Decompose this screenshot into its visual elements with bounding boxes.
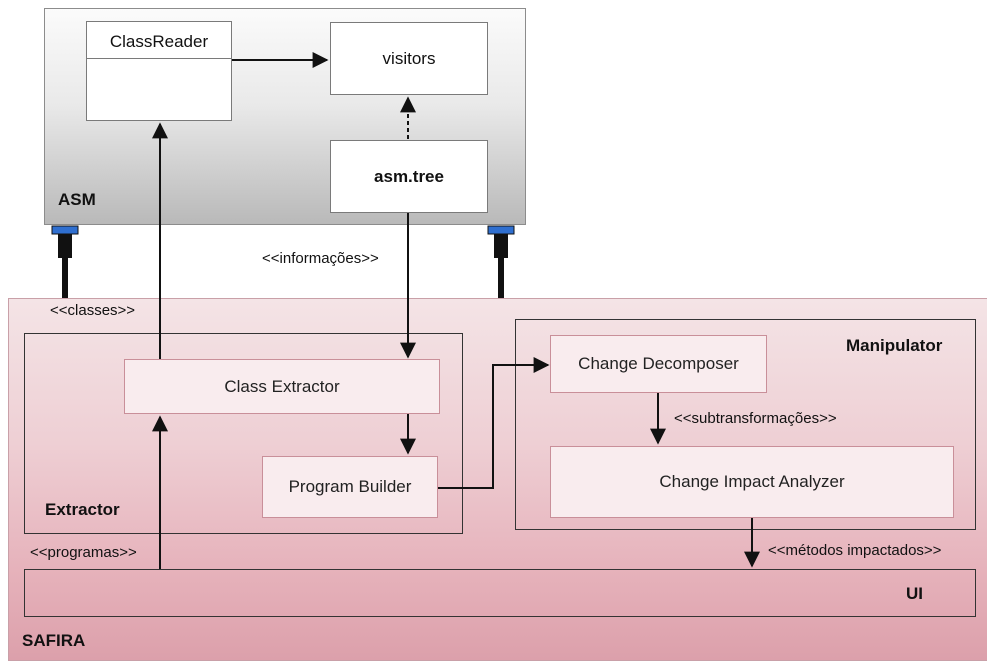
class-reader-separator xyxy=(87,58,231,59)
visitors-label: visitors xyxy=(382,48,436,68)
extractor-frame xyxy=(24,333,463,534)
class-extractor-label: Class Extractor xyxy=(224,376,340,396)
change-impact-analyzer-box[interactable]: Change Impact Analyzer xyxy=(550,446,954,518)
class-reader-box[interactable]: ClassReader xyxy=(86,21,232,121)
program-builder-label: Program Builder xyxy=(288,477,412,496)
asm-label: ASM xyxy=(58,190,96,209)
safira-label: SAFIRA xyxy=(22,631,86,650)
arrow-program-builder-to-change-decomposer xyxy=(438,357,550,489)
program-builder-box[interactable]: Program Builder xyxy=(262,456,438,518)
ui-label: UI xyxy=(906,584,923,603)
manipulator-label: Manipulator xyxy=(846,336,943,355)
change-decomposer-box[interactable]: Change Decomposer xyxy=(550,335,767,393)
manipulator-frame xyxy=(515,319,976,530)
plug-left-icon xyxy=(51,225,79,298)
stereotype-classes: <<classes>> xyxy=(50,302,136,319)
plug-right-icon xyxy=(487,225,515,298)
stereotype-metodos-impactados: <<métodos impactados>> xyxy=(768,542,942,559)
class-extractor-box[interactable]: Class Extractor xyxy=(124,359,440,414)
stereotype-informacoes: <<informações>> xyxy=(262,250,379,267)
class-reader-label: ClassReader xyxy=(109,32,209,51)
stereotype-programas: <<programas>> xyxy=(30,544,137,561)
ui-bar[interactable] xyxy=(24,569,976,617)
asm-tree-box[interactable]: asm.tree xyxy=(330,140,488,213)
asm-tree-label: asm.tree xyxy=(374,166,444,186)
change-decomposer-label: Change Decomposer xyxy=(578,354,739,373)
change-impact-analyzer-label: Change Impact Analyzer xyxy=(659,472,845,491)
visitors-box[interactable]: visitors xyxy=(330,22,488,95)
extractor-label: Extractor xyxy=(45,500,120,519)
stereotype-subtransformacoes: <<subtransformações>> xyxy=(674,410,837,427)
